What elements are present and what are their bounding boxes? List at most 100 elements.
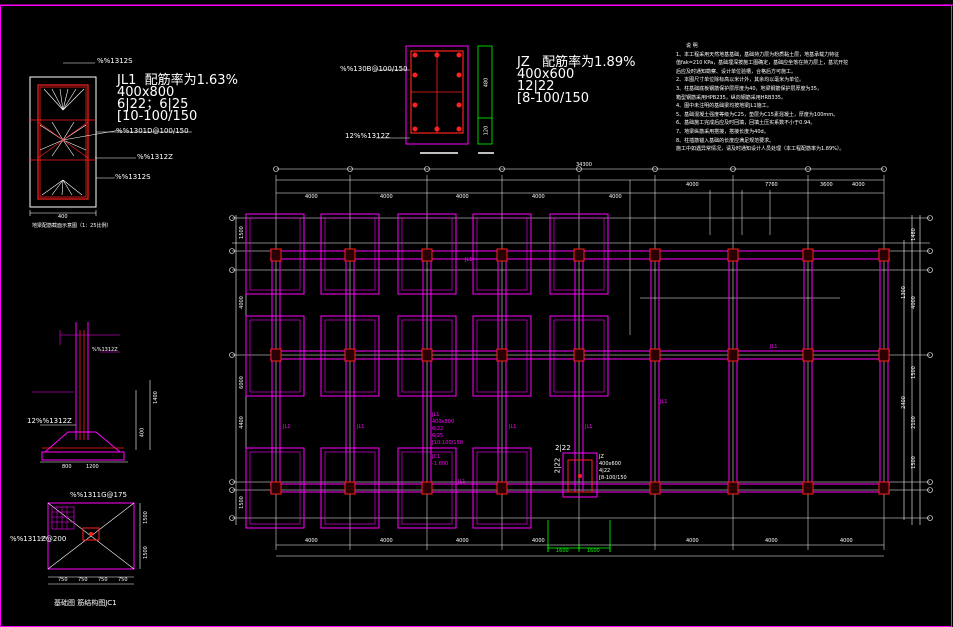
jl1-stirrups: [10-100/150 bbox=[117, 109, 198, 124]
plan-top-dim: 7760 bbox=[765, 182, 778, 188]
jz-size: 400x600 bbox=[517, 67, 575, 82]
notes-line: 说 明 bbox=[686, 43, 698, 49]
jl1-title: JL1 配筋率为1.63% bbox=[117, 74, 238, 87]
jl1-callout-bottom: %%1312S bbox=[115, 173, 151, 181]
beam-label: JL1 bbox=[770, 344, 778, 350]
jl1-callout-top: %%1312S bbox=[97, 57, 133, 65]
beam-label: JL1 bbox=[465, 257, 473, 263]
plan-right-dim: 1500 bbox=[910, 456, 917, 469]
foundation-side-dim: 1500 bbox=[142, 511, 149, 524]
plan-top-dim: 4000 bbox=[380, 194, 393, 200]
foundation-jc1-detail bbox=[40, 502, 141, 585]
green-dim: 1600 bbox=[587, 548, 600, 554]
notes-line: 箱型钢筋采用HPB235，纵向钢筋采用HRB335。 bbox=[676, 94, 786, 101]
plan-top-dim: 4000 bbox=[532, 194, 545, 200]
jc-tag: -1.600 bbox=[432, 461, 449, 467]
plan-right-dim: 1480 bbox=[910, 228, 917, 241]
beam-label: JL1 bbox=[458, 479, 466, 485]
plan-left-dim: 6000 bbox=[238, 376, 245, 389]
section-left-label: 12%%1312Z bbox=[27, 417, 72, 425]
jz-tag-top: 2|22 bbox=[555, 444, 571, 452]
foundation-side-dim: 1500 bbox=[142, 546, 149, 559]
beam-label: JL1 bbox=[357, 424, 365, 430]
notes-line: 4、图中未注明的基础梁均按地梁JL1施工。 bbox=[676, 103, 772, 110]
jl1-callout-right: %%1312Z bbox=[137, 153, 173, 161]
plan-left-dim: 1500 bbox=[238, 496, 245, 509]
beam-label: JL1 bbox=[283, 424, 291, 430]
plan-top-dim: 4000 bbox=[686, 182, 699, 188]
notes-line: 2、本图尺寸单位除标高以米计外，其余均以毫米为单位。 bbox=[676, 77, 805, 84]
plan-right-dim: 2400 bbox=[900, 396, 907, 409]
jz-callout-bottom: 12%%1312Z bbox=[345, 132, 390, 140]
center-tag: 400x800 bbox=[432, 419, 455, 425]
center-tag: JL1 bbox=[432, 412, 440, 418]
jl1-size: 400x800 bbox=[117, 85, 175, 100]
foundation-left-label: %%1311Z@200 bbox=[10, 535, 67, 543]
jl1-bars: 6|22；6|25 bbox=[117, 97, 189, 112]
jz-ratio: 配筋率为1.89% bbox=[542, 55, 636, 70]
plan-bottom-dim: 4000 bbox=[456, 538, 469, 544]
jl1-section-detail bbox=[29, 62, 192, 216]
wall-section-detail bbox=[32, 322, 151, 463]
foundation-dim: 750 bbox=[58, 577, 68, 583]
notes-line: 值fak=210 KPa，基础埋深按施工图确定，基础应坐落在持力层上，基坑开挖 bbox=[676, 60, 849, 67]
beam-label: JL1 bbox=[585, 424, 593, 430]
plan-top-dim: 4000 bbox=[609, 194, 622, 200]
notes-line: 后应及时通知勘察、设计单位验槽，合格后方可施工。 bbox=[676, 68, 797, 75]
foundation-plan bbox=[229, 166, 933, 557]
notes-line: 3、柱基础底板钢筋保护层厚度为40，地梁钢筋保护层厚度为35， bbox=[676, 85, 822, 92]
notes-line: 5、基础混凝土强度等级为C25，垫层为C15素混凝土，厚度为100mm。 bbox=[676, 111, 839, 118]
plan-bottom-dim: 4000 bbox=[305, 538, 318, 544]
jz-bars: 12|22 bbox=[517, 79, 555, 94]
notes-line: 7、地梁纵筋采用搭接，搭接长度为40d。 bbox=[676, 128, 769, 135]
plan-top-dim: 4000 bbox=[305, 194, 318, 200]
jz-tag-name: JZ bbox=[599, 454, 604, 460]
jz-callout-left: %%130B@100/150 bbox=[340, 65, 408, 73]
foundation-top-label: %%1311G@175 bbox=[70, 491, 127, 499]
jz-tag-bars: 4|22 bbox=[599, 468, 611, 474]
jz-dim-upper: 480 bbox=[483, 77, 490, 88]
jl1-ratio: 配筋率为1.63% bbox=[144, 73, 238, 88]
plan-right-dim: 1500 bbox=[910, 366, 917, 379]
section-top-label: %%1312Z bbox=[92, 347, 118, 353]
center-tag: 6|22 bbox=[432, 426, 444, 432]
foundation-dim: 750 bbox=[78, 577, 88, 583]
jz-dim-lower: 120 bbox=[483, 125, 490, 136]
green-dim: 1600 bbox=[556, 548, 569, 554]
section-dim: 800 bbox=[62, 464, 72, 470]
section-dim: 400 bbox=[139, 427, 146, 438]
section-dim: 1200 bbox=[86, 464, 99, 470]
jl1-caption: 地梁配筋截面示意图（1：25比例） bbox=[32, 223, 112, 229]
jz-name: JZ bbox=[517, 55, 530, 70]
jl1-width-dim: 400 bbox=[58, 214, 68, 220]
plan-total-dim: 34300 bbox=[576, 162, 592, 168]
jz-tag-stir: [8-100/150 bbox=[599, 475, 627, 481]
jc-tag: JC1 bbox=[432, 454, 441, 460]
jz-title: JZ 配筋率为1.89% bbox=[517, 56, 635, 69]
center-tag: [10-100/150 bbox=[432, 440, 463, 446]
plan-right-dim: 1300 bbox=[900, 286, 907, 299]
notes-line: 1、本工程采用天然地基基础，基础持力层为粉质黏土层，地基承载力特征 bbox=[676, 51, 840, 58]
notes-line: 8、柱插筋锚入基础的长度应满足规范要求。 bbox=[676, 137, 775, 144]
foundation-caption: 基础图 筋结构图JC1 bbox=[54, 599, 117, 607]
plan-left-dim: 1500 bbox=[238, 226, 245, 239]
jz-tag-size: 400x600 bbox=[599, 461, 622, 467]
jz-tag-side: 2|22 bbox=[553, 457, 562, 474]
jz-section-detail bbox=[376, 45, 494, 154]
center-tag: 6|25 bbox=[432, 433, 444, 439]
jz-stirrups: [8-100/150 bbox=[517, 91, 590, 106]
plan-top-dim: 4000 bbox=[852, 182, 865, 188]
plan-top-dim: 3600 bbox=[820, 182, 833, 188]
plan-top-dim: 4000 bbox=[456, 194, 469, 200]
beam-label: JL1 bbox=[509, 424, 517, 430]
beam-label: JL1 bbox=[660, 399, 668, 405]
plan-bottom-dim: 4000 bbox=[765, 538, 778, 544]
design-notes: 说 明 1、本工程采用天然地基基础，基础持力层为粉质黏土层，地基承载力特征 值f… bbox=[676, 42, 946, 154]
section-dim: 1400 bbox=[152, 391, 159, 404]
notes-line: 6、基础施工完成后应及时回填，回填土压实系数不小于0.94。 bbox=[676, 120, 816, 127]
notes-line: 施工中如遇异常情况，请及时通知设计人员处理（本工程配筋率为1.89%）。 bbox=[676, 146, 845, 153]
jl1-callout-mid: %%1301D@100/150 bbox=[116, 127, 189, 135]
plan-right-dim: 2100 bbox=[910, 416, 917, 429]
plan-bottom-dim: 4000 bbox=[840, 538, 853, 544]
